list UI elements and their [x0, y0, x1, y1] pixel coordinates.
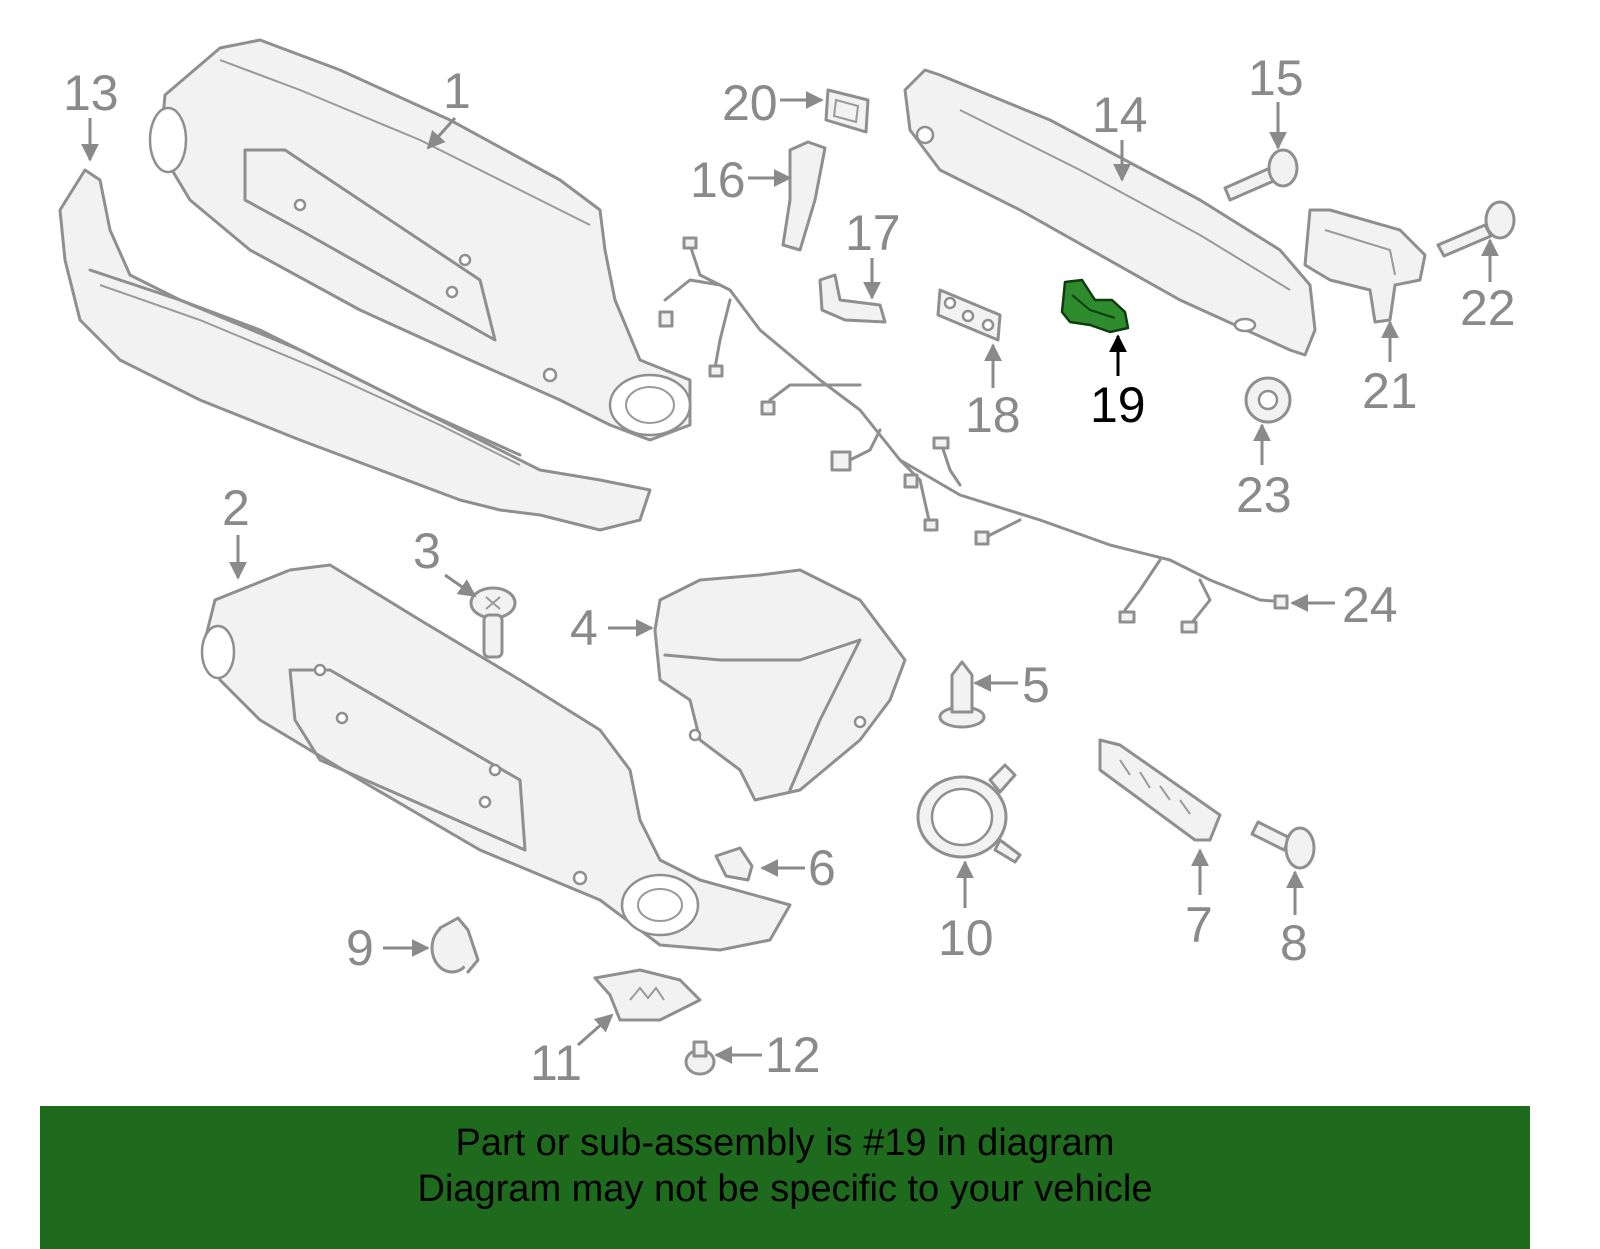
callout-5: 5 — [1022, 657, 1050, 713]
part-4-panel — [653, 568, 907, 802]
part-10-lamp-ring — [916, 763, 1022, 864]
callout-22: 22 — [1460, 280, 1516, 336]
part-13-lower-trim — [58, 168, 652, 532]
callout-14: 14 — [1092, 87, 1148, 143]
part-22-bolt — [1436, 200, 1516, 258]
part-5-clip — [938, 660, 986, 729]
callout-4: 4 — [570, 600, 598, 656]
banner-line-2: Diagram may not be specific to your vehi… — [417, 1168, 1153, 1210]
part-19-bracket-highlighted[interactable] — [1060, 278, 1130, 334]
callout-labels: 1 2 3 4 5 6 7 8 9 10 11 12 13 14 15 16 1… — [63, 50, 1516, 1091]
part-7-bracket — [1098, 738, 1222, 842]
callout-9: 9 — [346, 920, 374, 976]
part-8-bolt — [1250, 820, 1316, 870]
callout-17: 17 — [845, 205, 901, 261]
part-24-wiring-harness — [658, 236, 1289, 634]
callout-23: 23 — [1236, 467, 1292, 523]
callout-20: 20 — [722, 75, 778, 131]
part-14-absorber — [903, 68, 1317, 357]
callout-3: 3 — [413, 523, 441, 579]
banner-line-1: Part or sub-assembly is #19 in diagram — [455, 1122, 1115, 1164]
callout-13: 13 — [63, 65, 119, 121]
callout-1: 1 — [443, 63, 471, 119]
callout-8: 8 — [1280, 915, 1308, 971]
callout-7: 7 — [1185, 897, 1213, 953]
part-12-nut — [684, 1040, 716, 1076]
callout-12: 12 — [765, 1027, 821, 1083]
callout-24: 24 — [1342, 577, 1398, 633]
callout-19: 19 — [1090, 377, 1146, 433]
part-9-sensor — [430, 916, 480, 974]
part-6-clip — [714, 846, 754, 882]
part-20-clip — [824, 88, 870, 134]
callout-6: 6 — [808, 840, 836, 896]
callout-18: 18 — [965, 387, 1021, 443]
part-17-bracket — [818, 273, 887, 324]
callout-arrows — [81, 91, 1499, 1064]
callout-10: 10 — [938, 910, 994, 966]
part-11-cover — [593, 968, 702, 1022]
callout-16: 16 — [690, 152, 746, 208]
part-18-plate — [936, 288, 1002, 342]
part-16-strip — [781, 140, 827, 252]
callout-11: 11 — [530, 1035, 582, 1091]
part-15-bolt — [1223, 148, 1299, 202]
part-1-bumper-cover — [148, 38, 692, 442]
callout-15: 15 — [1248, 50, 1304, 106]
callout-2: 2 — [222, 480, 250, 536]
part-23-nut — [1244, 376, 1292, 424]
part-2-bumper-cover — [200, 563, 792, 952]
part-3-screw — [469, 586, 517, 659]
callout-21: 21 — [1362, 363, 1418, 419]
info-banner: Part or sub-assembly is #19 in diagram D… — [40, 1106, 1530, 1249]
part-21-bracket — [1303, 208, 1427, 324]
